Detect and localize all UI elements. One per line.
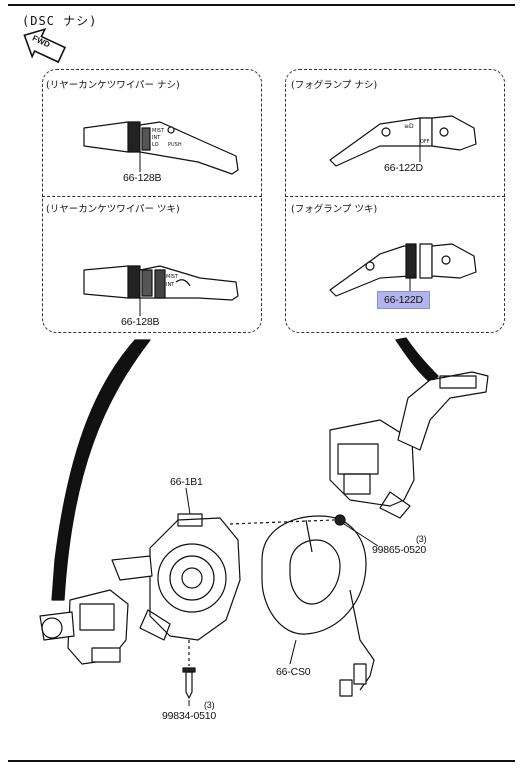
combination-switch-illustration xyxy=(329,371,489,519)
title-fog-none: (フォグランプ ナシ) xyxy=(291,80,378,91)
svg-text:≡D: ≡D xyxy=(404,123,414,130)
svg-text:INT: INT xyxy=(152,135,161,141)
svg-text:LO: LO xyxy=(152,142,159,148)
title-rear-wiper-with: (リヤーカンケツワイパー ツキ) xyxy=(46,204,180,215)
turn-fog-lever-illustration xyxy=(329,243,477,297)
part-number-wiper-rear: 66-128B xyxy=(121,316,160,328)
part-number-cover: 66-CS0 xyxy=(276,666,311,678)
screw-right-qty: (3) xyxy=(416,534,427,544)
wiper-lever-illustration: MIST INT LO PUSH xyxy=(83,121,239,175)
screw-bottom-qty: (3) xyxy=(204,700,215,710)
condition-label: (DSC ナシ) xyxy=(22,14,98,28)
sensor-unit-illustration xyxy=(39,589,129,665)
svg-text:PUSH: PUSH xyxy=(168,142,182,148)
part-number-screw-right: 99865-0520 xyxy=(372,544,427,556)
panel-wiper-switch xyxy=(42,69,262,333)
panel-fog-switch xyxy=(285,69,505,333)
bottom-border xyxy=(8,760,515,762)
svg-text:MIST: MIST xyxy=(152,128,165,134)
part-number-screw-bottom: 99834-0510 xyxy=(162,710,217,722)
part-number-wiper: 66-128B xyxy=(123,172,162,184)
part-number-fog-none: 66-122D xyxy=(384,162,423,174)
svg-text:OFF: OFF xyxy=(420,139,430,145)
title-rear-wiper-none: (リヤーカンケツワイパー ナシ) xyxy=(46,80,180,91)
part-number-clock-spring: 66-1B1 xyxy=(170,476,203,488)
panel-wiper-divider xyxy=(42,196,262,197)
panel-fog-divider xyxy=(285,196,505,197)
cover-illustration xyxy=(261,515,375,697)
part-number-fog-with: 66-122D xyxy=(377,291,430,309)
turn-lever-illustration: ≡D OFF xyxy=(329,115,477,167)
svg-text:MIST: MIST xyxy=(166,274,179,280)
title-fog-with: (フォグランプ ツキ) xyxy=(291,204,378,215)
top-border xyxy=(8,4,515,6)
screw-right-illustration xyxy=(229,514,346,526)
clock-spring-illustration xyxy=(111,513,241,641)
screw-bottom-illustration xyxy=(182,640,196,699)
wiper-lever-rear-illustration: MIST INT xyxy=(83,265,239,316)
svg-text:INT: INT xyxy=(166,282,175,288)
